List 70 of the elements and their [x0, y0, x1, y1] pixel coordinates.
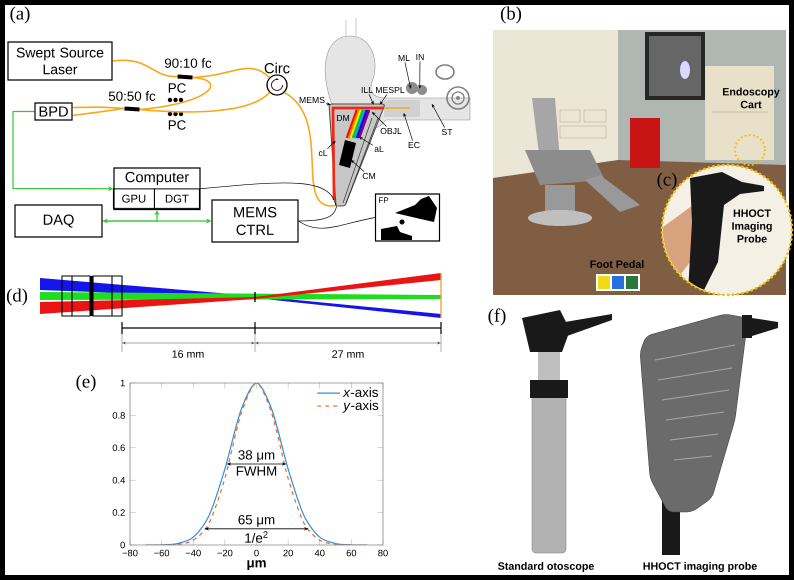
annotation-label: 1/e$^{2}$ — [245, 531, 268, 543]
x-tick-label: 60 — [346, 550, 356, 556]
detector-box: BPD — [34, 102, 73, 121]
optical-fiber — [140, 76, 212, 110]
cable — [200, 182, 336, 206]
node-label: 90:10 fc — [164, 58, 212, 68]
photo-label: Endoscopy Cart — [722, 88, 780, 108]
cable — [298, 217, 376, 229]
part-label: CM — [362, 172, 376, 180]
part-label: MESPL — [376, 86, 404, 94]
fiber-coupler: 90:10 fc — [164, 58, 212, 80]
annotation-label: FWHM — [236, 466, 276, 476]
optical-fiber — [140, 92, 270, 113]
x-tick-label: 20 — [283, 550, 293, 556]
optical-fiber — [192, 68, 270, 78]
optical-fiber — [112, 59, 178, 78]
panel-label: (d) — [6, 288, 28, 306]
part-label: MEMS — [300, 96, 325, 104]
part-label: IN — [416, 54, 424, 60]
dimension-label: 27 mm — [332, 350, 364, 358]
x-axis-title: μm — [247, 560, 266, 570]
annotation-label: 38 μm — [238, 450, 274, 462]
acquisition-box: DAQ — [14, 204, 103, 238]
component-label: PC — [168, 83, 186, 93]
photo-caption: HHOCT imaging probe — [644, 562, 757, 572]
x-tick-label: −40 — [186, 550, 201, 556]
part-label: EC — [408, 142, 420, 148]
photo-caption: Standard otoscope — [498, 562, 594, 572]
y-tick-label: 0.4 — [112, 476, 126, 484]
foot-pedal-box: FP — [374, 193, 440, 242]
photo-label: Foot Pedal — [590, 260, 644, 268]
part-label: ML — [398, 55, 410, 61]
y-tick-label: 0.8 — [112, 412, 125, 419]
controller-box: MEMS CTRL — [211, 199, 299, 243]
panel-label: (c) — [657, 172, 677, 190]
cable — [298, 204, 338, 222]
part-label: ST — [442, 128, 452, 136]
y-tick-label: 0.6 — [112, 444, 125, 452]
dimension-label: 16 mm — [172, 350, 204, 358]
annotation-label: 65 μm — [238, 515, 274, 527]
component-label: PC — [168, 120, 186, 130]
panel-label: (b) — [500, 6, 522, 24]
part-label: DM — [336, 115, 350, 121]
node-label: 50:50 fc — [108, 91, 156, 101]
panel-label: (a) — [10, 6, 30, 24]
x-tick-label: −80 — [122, 550, 138, 556]
x-tick-label: 0 — [254, 550, 259, 556]
x-tick-label: 40 — [314, 550, 325, 556]
part-label: cL — [318, 150, 328, 156]
laser-box: Swept Source Laser — [7, 41, 113, 81]
panel-label: (e) — [76, 374, 96, 392]
optical-fiber — [284, 92, 338, 206]
module-box: DGT — [154, 188, 200, 209]
part-label: OBJL — [380, 128, 402, 134]
x-tick-label: 80 — [378, 550, 388, 556]
x-tick-label: −20 — [217, 550, 232, 556]
y-tick-label: 1 — [120, 380, 125, 386]
module-box: GPU — [112, 188, 155, 209]
handheld-probe-drawing — [328, 103, 410, 207]
fiber-coupler: 50:50 fc — [108, 91, 156, 112]
photo-label: HHOCT Imaging Probe — [732, 209, 772, 243]
part-label: aL — [374, 146, 384, 152]
panel-label: (f) — [488, 308, 506, 326]
x-tick-label: −60 — [154, 550, 170, 556]
optical-fiber — [72, 106, 124, 110]
legend-label: x-axis — [342, 387, 378, 398]
legend-label: y-axis — [342, 400, 378, 413]
y-tick-label: 0 — [120, 542, 125, 548]
y-tick-label: 0.2 — [112, 509, 125, 516]
optical-fiber — [72, 108, 124, 116]
